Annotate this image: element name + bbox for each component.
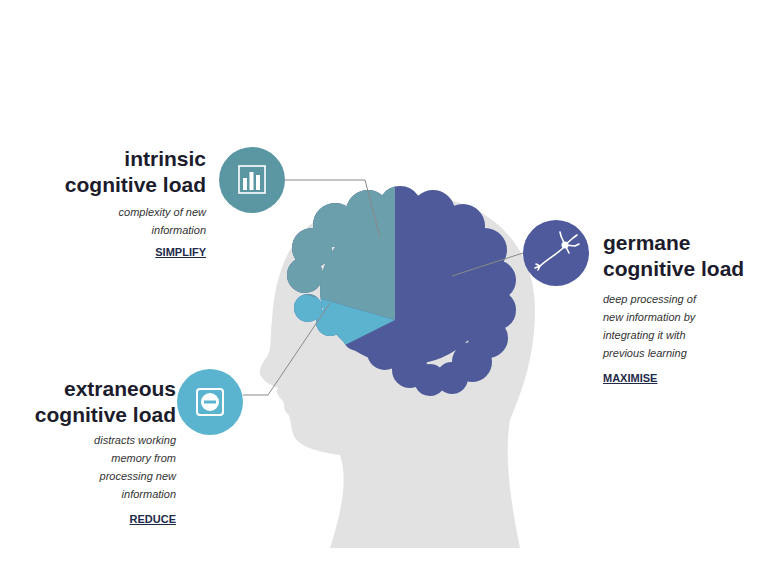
callout-description: distracts working memory from processing… (74, 431, 176, 503)
callout-text: germane cognitive load deep processing of… (603, 230, 763, 386)
concept-callout: germane cognitive load deep processing of… (520, 218, 764, 390)
callout-action: REDUCE (4, 511, 176, 527)
concept-icon (177, 369, 243, 435)
concept-icon (523, 220, 589, 286)
callout-action: SIMPLIFY (30, 244, 206, 260)
leader-lines (243, 180, 523, 395)
callout-heading: intrinsic cognitive load (41, 146, 206, 198)
concept-callout: intrinsic cognitive load complexity of ne… (30, 146, 290, 264)
brain (270, 180, 520, 400)
callout-text: intrinsic cognitive load complexity of ne… (30, 146, 206, 260)
callout-action: MAXIMISE (603, 370, 763, 386)
callout-description: deep processing of new information by in… (603, 290, 713, 362)
callout-text: extraneous cognitive loaddistracts worki… (4, 376, 176, 527)
concept-callout: extraneous cognitive loaddistracts worki… (0, 368, 250, 531)
concept-icon (219, 147, 285, 213)
callout-description: complexity of new information (104, 203, 206, 239)
callout-heading: extraneous cognitive load (11, 376, 176, 428)
callout-heading: germane cognitive load (603, 230, 763, 282)
